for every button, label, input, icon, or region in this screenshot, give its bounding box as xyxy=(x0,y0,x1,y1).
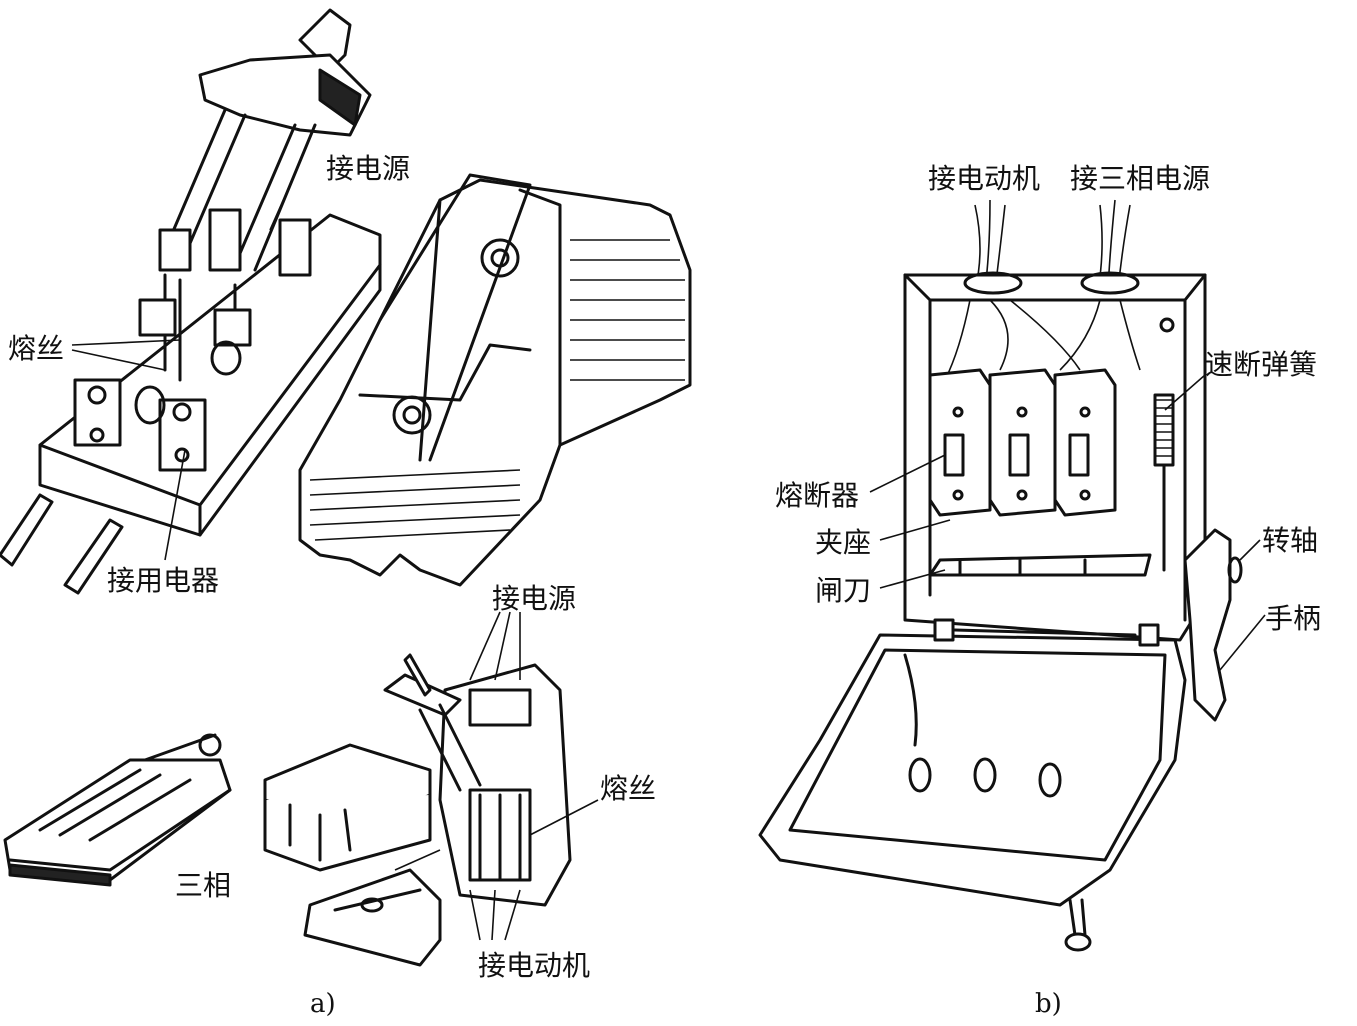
label-handle: 手柄 xyxy=(1265,602,1321,635)
label-power-top: 接电源 xyxy=(326,152,410,185)
fuse-block-1 xyxy=(928,368,992,517)
label-fuse-wire-left: 熔丝 xyxy=(8,332,64,365)
label-clip-seat: 夹座 xyxy=(815,526,871,559)
caption-b: b) xyxy=(1035,989,1062,1019)
label-three-phase-power: 接三相电源 xyxy=(1070,162,1210,195)
label-motor-b: 接电动机 xyxy=(928,162,1040,195)
label-load: 接用电器 xyxy=(107,564,219,597)
label-motor-a: 接电动机 xyxy=(478,949,590,982)
label-blade: 闸刀 xyxy=(815,574,871,607)
quick-break-spring xyxy=(1153,393,1175,572)
label-power-bottom: 接电源 xyxy=(492,582,576,615)
label-shaft: 转轴 xyxy=(1262,524,1318,557)
fuse-block-2 xyxy=(988,368,1057,517)
open-knife-switch-illustration xyxy=(0,8,382,595)
label-spring: 速断弹簧 xyxy=(1205,348,1317,381)
label-fuse-wire-right: 熔丝 xyxy=(600,772,656,805)
exploded-switch-illustration xyxy=(263,653,572,967)
enclosed-switch-box-illustration xyxy=(758,199,1243,952)
label-three-phase: 三相 xyxy=(175,869,231,902)
leader-lines xyxy=(71,184,1266,941)
three-phase-switch-illustration xyxy=(3,733,232,887)
fuse-block-3 xyxy=(1053,368,1117,517)
switch-cover-illustration xyxy=(298,173,692,587)
caption-a: a) xyxy=(310,989,336,1019)
label-fuse: 熔断器 xyxy=(775,479,859,512)
